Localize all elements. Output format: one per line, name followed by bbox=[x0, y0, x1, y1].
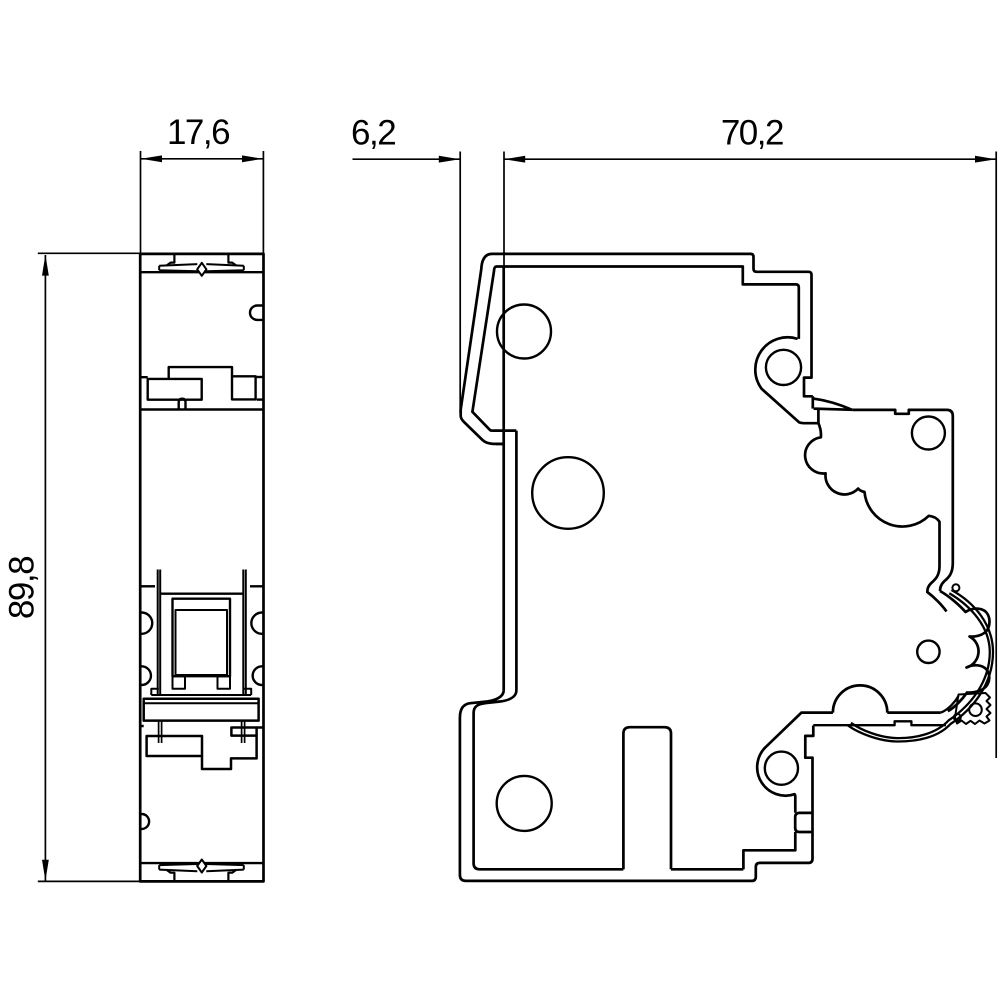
svg-text:17,6: 17,6 bbox=[167, 113, 229, 152]
svg-text:89,8: 89,8 bbox=[3, 557, 42, 619]
svg-text:70,2: 70,2 bbox=[721, 114, 783, 153]
svg-text:6,2: 6,2 bbox=[351, 113, 395, 152]
